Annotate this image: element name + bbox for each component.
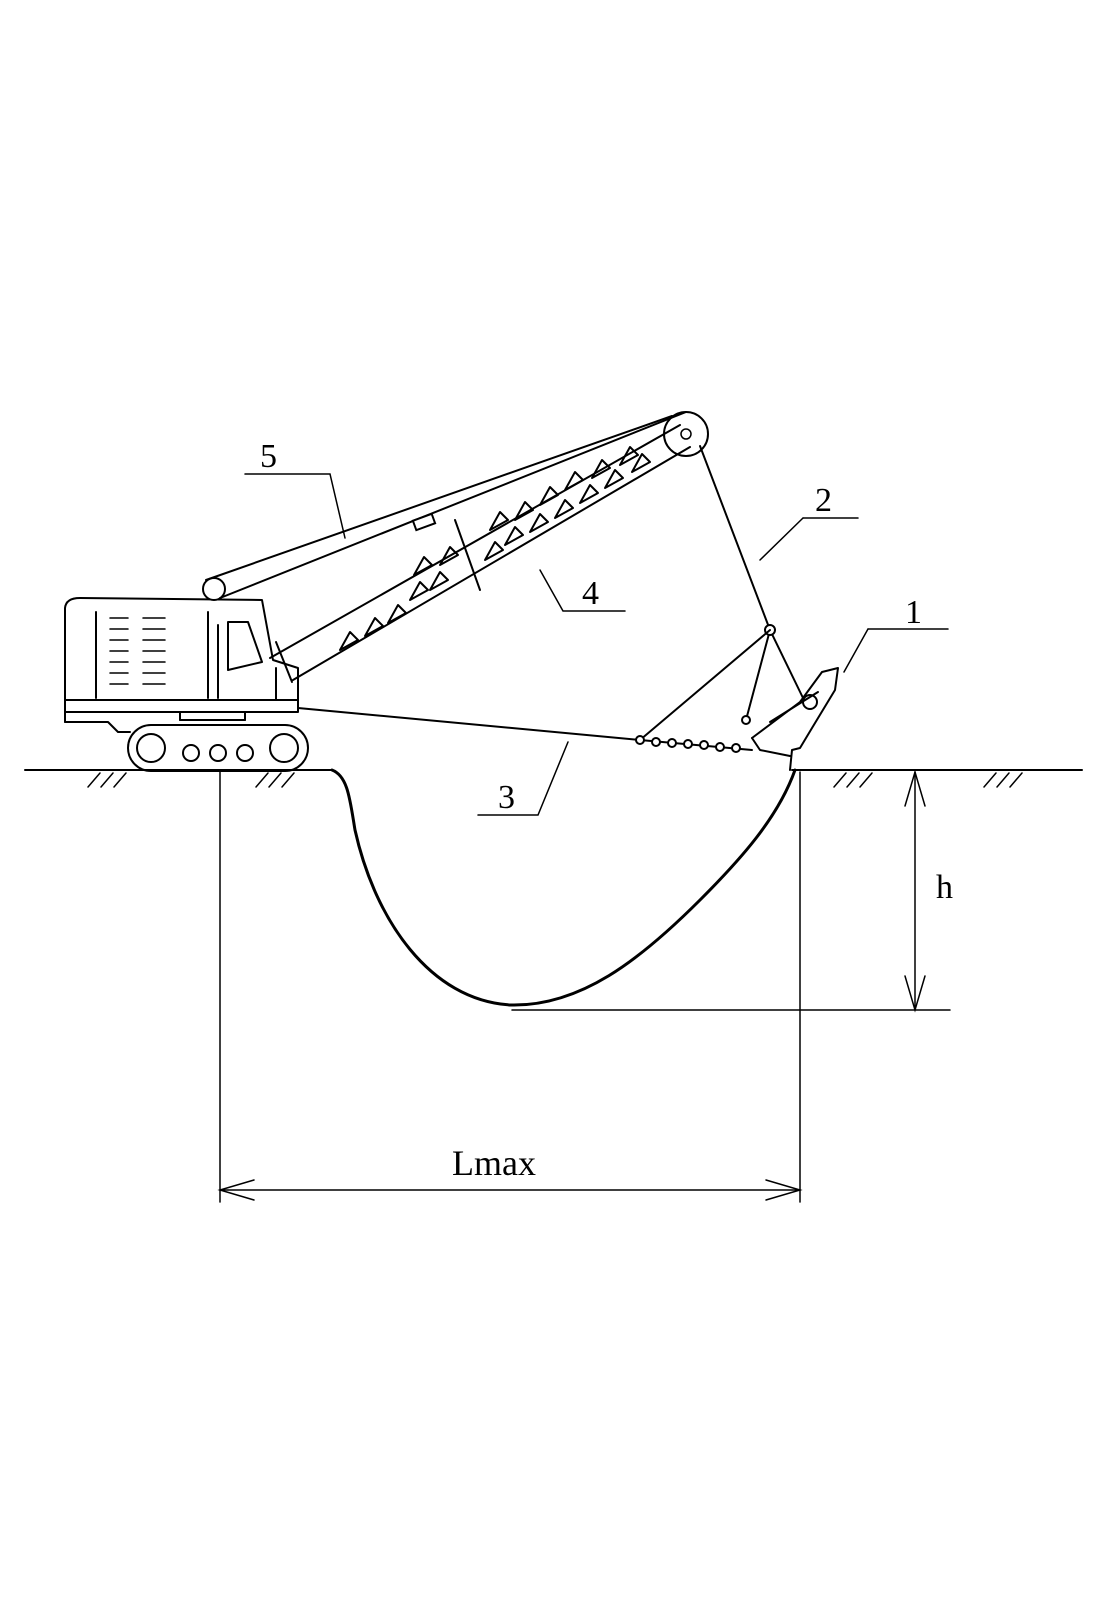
machine-house <box>64 577 299 733</box>
boom-hoist-rope <box>205 411 687 599</box>
dimension-reach-label: Lmax <box>452 1143 536 1183</box>
boom <box>269 411 709 683</box>
drag-chain <box>635 715 751 753</box>
dimension-lines <box>217 769 951 1203</box>
label-hoist-rope: 2 <box>815 482 832 519</box>
ground-hatching <box>87 772 1023 788</box>
label-drag-rope: 3 <box>498 779 515 816</box>
crawler-track <box>127 724 309 772</box>
leader-lines <box>244 473 949 816</box>
bucket <box>751 667 839 771</box>
dimension-depth-label: h <box>936 869 953 906</box>
engine-vents-right <box>142 617 166 685</box>
excavation-pit <box>330 768 797 1007</box>
cab-window <box>227 621 263 671</box>
hoist-rope <box>699 445 805 721</box>
label-boom: 4 <box>582 575 599 612</box>
engine-vents-left <box>109 617 129 685</box>
drag-rope <box>297 629 771 753</box>
label-bucket: 1 <box>905 594 922 631</box>
label-boom-hoist-rope: 5 <box>260 438 277 475</box>
